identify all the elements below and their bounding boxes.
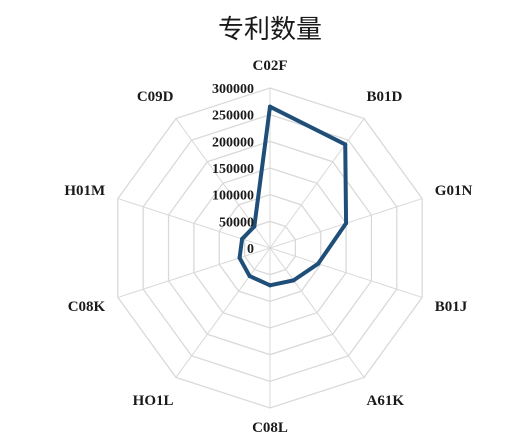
tick-label-5: 250000 — [212, 109, 254, 124]
category-label-G01N: G01N — [435, 183, 473, 199]
category-label-C08K: C08K — [68, 299, 106, 315]
category-label-C08L: C08L — [252, 420, 288, 436]
data-point-B01J — [316, 261, 321, 266]
data-point-C08L — [268, 283, 272, 288]
radar-series — [237, 104, 349, 288]
spoke-B01D — [269, 118, 365, 249]
tick-label-3: 150000 — [212, 162, 254, 177]
tick-label-2: 100000 — [212, 189, 254, 204]
data-point-B01D — [343, 142, 348, 147]
series-line-0 — [237, 104, 349, 288]
data-point-C08K — [237, 255, 242, 260]
data-point-A61K — [291, 278, 296, 283]
data-point-G01N — [344, 221, 349, 226]
data-point-C02F — [268, 104, 272, 109]
data-point-HO1L — [247, 274, 252, 279]
category-label-C09D: C09D — [137, 89, 174, 105]
data-point-C09D — [252, 224, 257, 229]
data-point-H01M — [240, 236, 245, 241]
radial-tick-labels: 0 50000 100000 150000 200000 250000 300000 — [212, 82, 254, 257]
spoke-A61K — [269, 247, 365, 378]
category-label-A61K: A61K — [367, 393, 405, 409]
radar-grid — [117, 87, 423, 409]
spoke-H01M — [117, 198, 271, 249]
category-label-HO1L: HO1L — [133, 393, 174, 409]
tick-label-6: 300000 — [212, 82, 254, 97]
category-labels: C02F B01D G01N B01J A61K C08L HO1L C08K H01M C09D — [64, 58, 472, 436]
tick-label-4: 200000 — [212, 135, 254, 150]
category-label-C02F: C02F — [253, 58, 288, 74]
spoke-HO1L — [175, 247, 271, 378]
chart-title: 专利数量 — [218, 15, 322, 45]
tick-label-0: 0 — [247, 242, 254, 257]
tick-label-1: 50000 — [219, 215, 254, 230]
category-label-B01D: B01D — [367, 89, 403, 105]
spoke-B01J — [269, 247, 423, 298]
category-label-B01J: B01J — [435, 299, 468, 315]
category-label-H01M: H01M — [64, 183, 105, 199]
spoke-C08K — [117, 247, 271, 298]
